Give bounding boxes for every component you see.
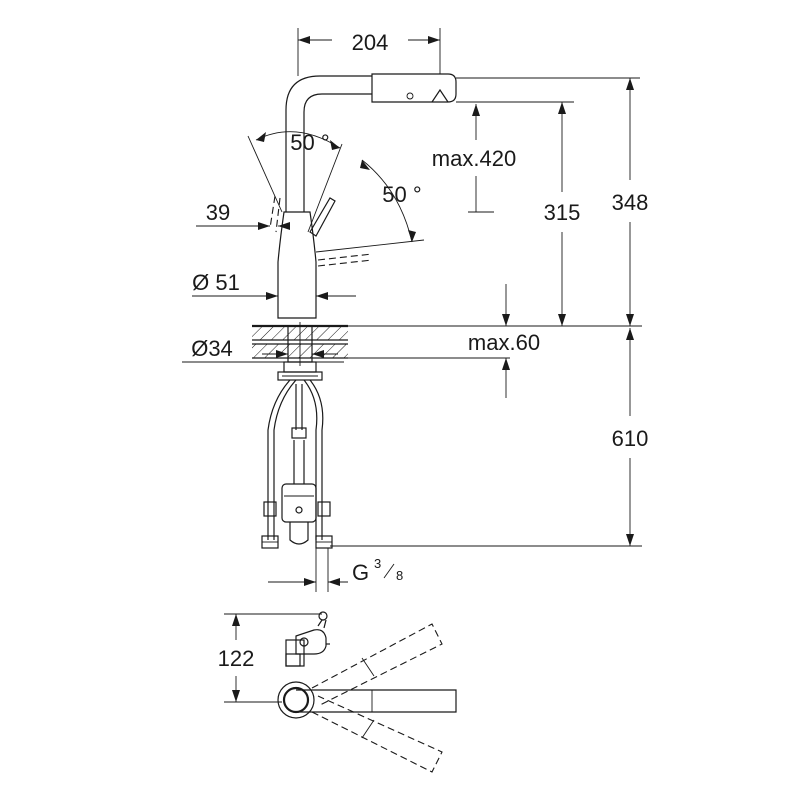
countertop-section — [252, 322, 348, 366]
under-counter-assembly — [261, 361, 333, 549]
label-plan-depth: 122 — [218, 646, 255, 671]
label-total-height: 348 — [612, 190, 649, 215]
dimension-lines — [182, 28, 642, 592]
label-spout-reach: 204 — [352, 30, 389, 55]
label-thread-denominator: 8 — [396, 568, 403, 583]
label-spray-angle-top: 50 ° — [290, 130, 329, 155]
label-shank-diameter: Ø34 — [191, 336, 233, 361]
faucet-side-view — [247, 73, 457, 319]
label-max-thickness: max.60 — [468, 330, 540, 355]
label-thread-size: G — [352, 560, 369, 585]
label-spray-angle-side: 50 ° — [382, 182, 421, 207]
label-lever-offset: 39 — [206, 200, 230, 225]
dimension-labels: 204 50 ° 50 ° max.420 39 315 348 Ø 51 Ø3… — [191, 30, 648, 671]
label-body-diameter: Ø 51 — [192, 270, 240, 295]
label-spout-height: 315 — [544, 200, 581, 225]
faucet-plan-view — [224, 611, 457, 773]
label-thread-numerator: 3 — [374, 556, 381, 571]
label-hose-length: 610 — [612, 426, 649, 451]
label-pullout-length: max.420 — [432, 146, 516, 171]
